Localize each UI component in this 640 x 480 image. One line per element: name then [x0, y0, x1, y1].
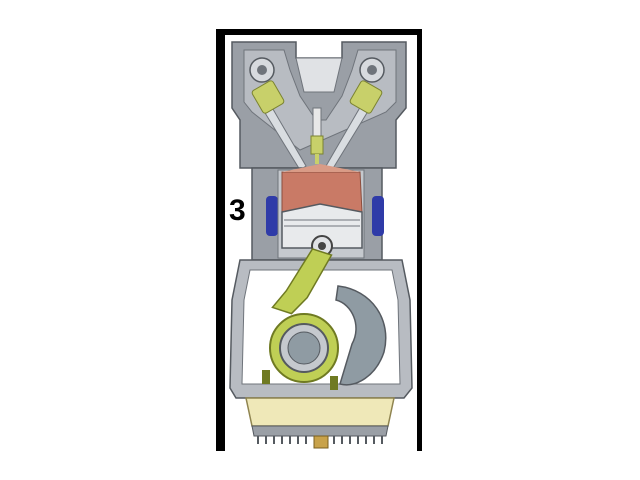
- stroke-number-label: 3: [229, 194, 246, 227]
- coolant-jacket-left: [266, 196, 278, 236]
- oil-sump: [245, 397, 395, 437]
- exhaust-valve: [325, 80, 383, 171]
- piston: [281, 203, 363, 257]
- combustion-chamber: [281, 164, 363, 213]
- connecting-rod: [262, 248, 339, 390]
- crank-counterweight: [335, 285, 387, 386]
- intake-valve: [251, 80, 307, 171]
- spark-plug: [310, 107, 324, 164]
- coolant-jacket-right: [372, 196, 384, 236]
- camshaft-right: [359, 57, 385, 83]
- sump-fins: [257, 436, 383, 444]
- camshaft-left: [249, 57, 275, 83]
- drain-plug: [313, 435, 329, 449]
